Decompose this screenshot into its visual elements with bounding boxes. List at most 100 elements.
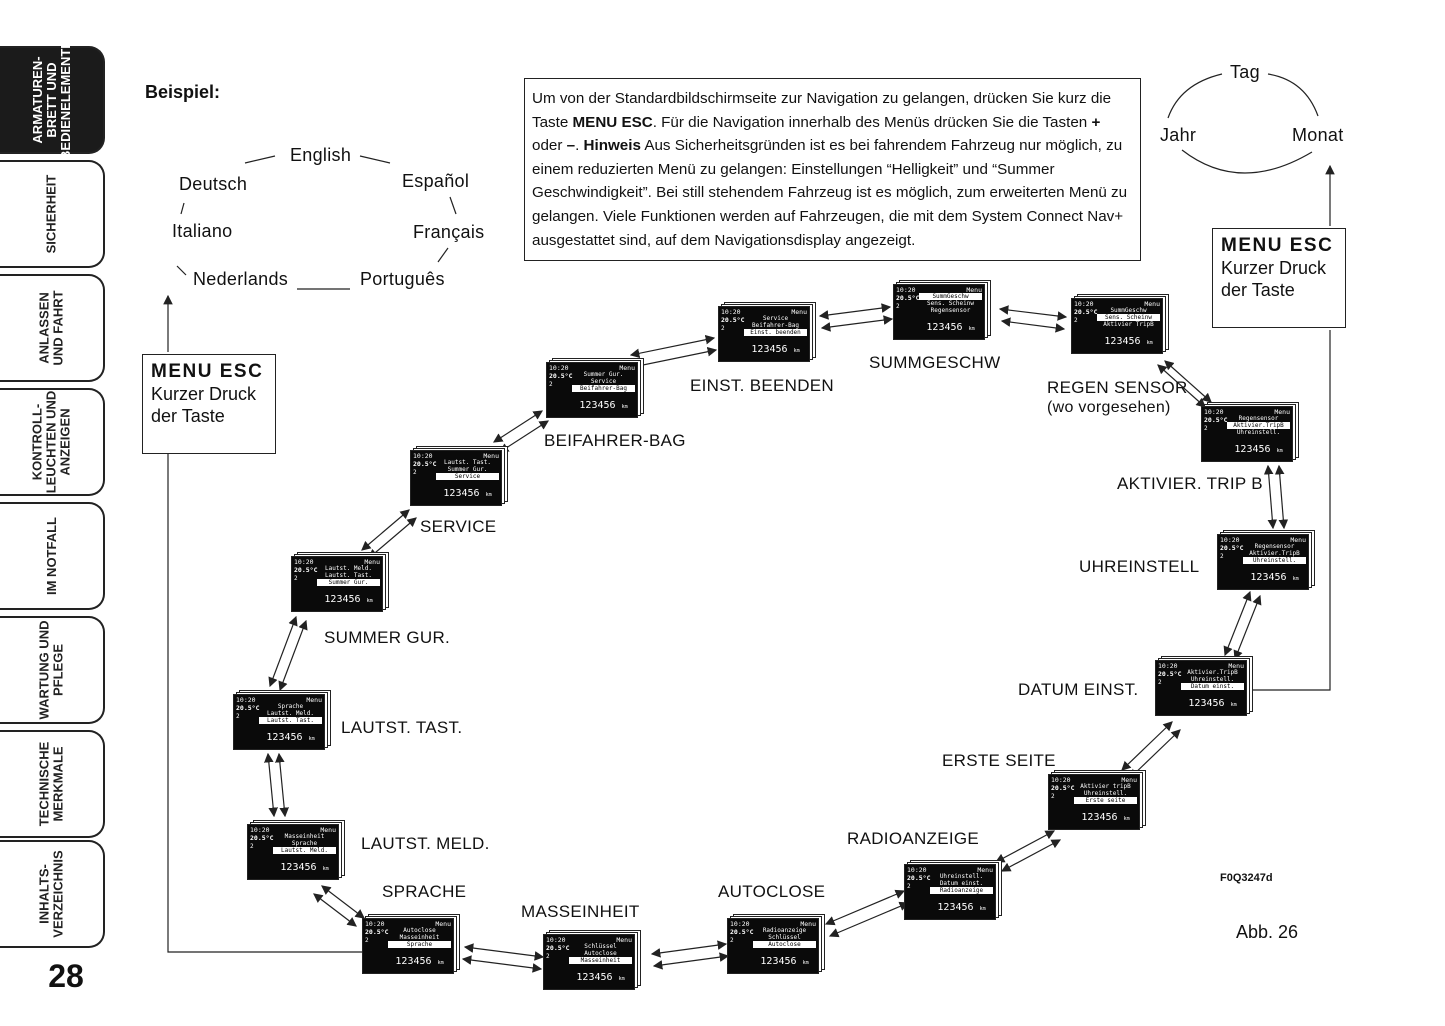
tab-im-notfall[interactable]: IM NOTFALL: [0, 502, 105, 610]
label-erste-seite: ERSTE SEITE: [942, 751, 1056, 770]
lang-italiano: Italiano: [172, 221, 233, 241]
label-lautst-tast: LAUTST. TAST.: [341, 718, 463, 737]
label-einst-beenden: EINST. BEENDEN: [690, 376, 835, 395]
tab-wartung[interactable]: WARTUNG UND PFLEGE: [0, 616, 105, 724]
display-menu-line: Regensensor: [1254, 543, 1295, 550]
display-menu-line: SummGeschw: [1110, 307, 1147, 314]
display-menu-line: Uhreinstell.: [1243, 557, 1306, 564]
label-uhreinstell: UHREINSTELL: [1079, 557, 1200, 576]
esc-box-right: MENU ESC Kurzer Druck der Taste: [1212, 228, 1346, 328]
label-regen-sensor: REGEN SENSOR: [1047, 378, 1188, 397]
display-menu-line: Lautst. Meld.: [273, 847, 336, 854]
tab-sicherheit[interactable]: SICHERHEIT: [0, 160, 105, 268]
display-menu-line: Erste seite: [1074, 797, 1137, 804]
date-arc: [1167, 73, 1223, 119]
display-menu-line: Lautst. Tast.: [325, 572, 372, 579]
display-menu-line: Service: [590, 378, 617, 385]
tab-kontrollleuchten[interactable]: KONTROLL- LEUCHTEN UND ANZEIGEN: [0, 388, 105, 496]
esc-title: MENU ESC: [151, 361, 264, 382]
display-menu: Menu: [619, 364, 635, 372]
display-odometer: 123456 km: [1097, 336, 1160, 347]
odo-value: 123456: [926, 322, 963, 333]
display-menu-line: Radioanzeige: [930, 887, 993, 894]
display-odometer: 123456 km: [1243, 572, 1306, 583]
display-menu-line: SummGeschw: [919, 293, 982, 300]
figure-caption: Abb. 26: [1236, 922, 1299, 942]
odo-unit: km: [618, 976, 625, 982]
tab-armaturenbrett[interactable]: ARMATUREN- BRETT UND BEDIENELEMENTE: [0, 40, 105, 160]
odo-unit: km: [308, 736, 315, 742]
esc-line: Kurzer Druck: [151, 384, 257, 404]
odo-value: 123456: [760, 956, 797, 967]
display-time: 10:20: [730, 920, 750, 928]
lang-dash: [244, 155, 276, 164]
display-menu: Menu: [483, 452, 499, 460]
display-temp: 20.5°C: [546, 944, 570, 952]
display-menu: Menu: [1228, 662, 1244, 670]
info-text: .: [575, 137, 584, 155]
display-temp: 20.5°C: [1158, 670, 1182, 678]
info-text: Aus Sicherheitsgründen ist es bei fahren…: [532, 137, 1128, 249]
display-time: 10:20: [250, 826, 270, 834]
display-menu-lines: Uhreinstell.Datum einst.Radioanzeige: [930, 873, 993, 894]
display-odometer: 123456 km: [259, 732, 322, 743]
display-menu: Menu: [306, 696, 322, 704]
display-temp: 20.5°C: [1051, 784, 1075, 792]
odo-unit: km: [1123, 816, 1130, 822]
odo-value: 123456: [1188, 698, 1225, 709]
display-menu-line: Aktivier.TripB: [1227, 422, 1290, 429]
label-summgeschw: SUMMGESCHW: [869, 353, 1001, 372]
odo-unit: km: [968, 326, 975, 332]
display-temp: 20.5°C: [1204, 416, 1228, 424]
tab-inhaltsverzeichnis[interactable]: INHALTS- VERZEICHNIS: [0, 840, 105, 948]
odo-value: 123456: [1081, 812, 1118, 823]
display-menu-line: Masseinheit: [399, 934, 440, 941]
odo-value: 123456: [576, 972, 613, 983]
lang-francais: Français: [413, 222, 485, 242]
odo-unit: km: [1146, 340, 1153, 346]
display-time: 10:20: [896, 286, 916, 294]
info-box: Um von der Standardbildschirmseite zur N…: [524, 78, 1141, 261]
odo-unit: km: [485, 492, 492, 498]
page-number: 28: [48, 958, 84, 994]
display-time: 10:20: [546, 936, 566, 944]
display-menu-line: Lautst. Meld.: [267, 710, 314, 717]
display-menu-line: Autoclose: [403, 927, 436, 934]
tab-technische-merkmale[interactable]: TECHNISCHE MERKMALE: [0, 730, 105, 838]
display-odometer: 123456 km: [919, 322, 982, 333]
display-menu: Menu: [616, 936, 632, 944]
display-odometer: 123456 km: [317, 594, 380, 605]
tab-anlassen[interactable]: ANLASSEN UND FAHRT: [0, 274, 105, 382]
odo-value: 123456: [395, 956, 432, 967]
label-service: SERVICE: [420, 517, 497, 536]
display-gear: 2: [1074, 317, 1078, 324]
label-sprache: SPRACHE: [382, 882, 467, 901]
display-odometer: 123456 km: [753, 956, 816, 967]
display-menu-line: Service: [762, 315, 789, 322]
example-heading: Beispiel:: [145, 82, 221, 102]
odo-unit: km: [979, 906, 986, 912]
display-menu-line: Aktivier.TripB: [1187, 669, 1238, 676]
display-menu-line: Datum einst.: [1181, 683, 1244, 690]
display-temp: 20.5°C: [549, 372, 573, 380]
display-menu-line: Beifahrer-Bag: [572, 385, 635, 392]
display-menu: Menu: [800, 920, 816, 928]
display-gear: 2: [730, 937, 734, 944]
display-odometer: 123456 km: [1074, 812, 1137, 823]
